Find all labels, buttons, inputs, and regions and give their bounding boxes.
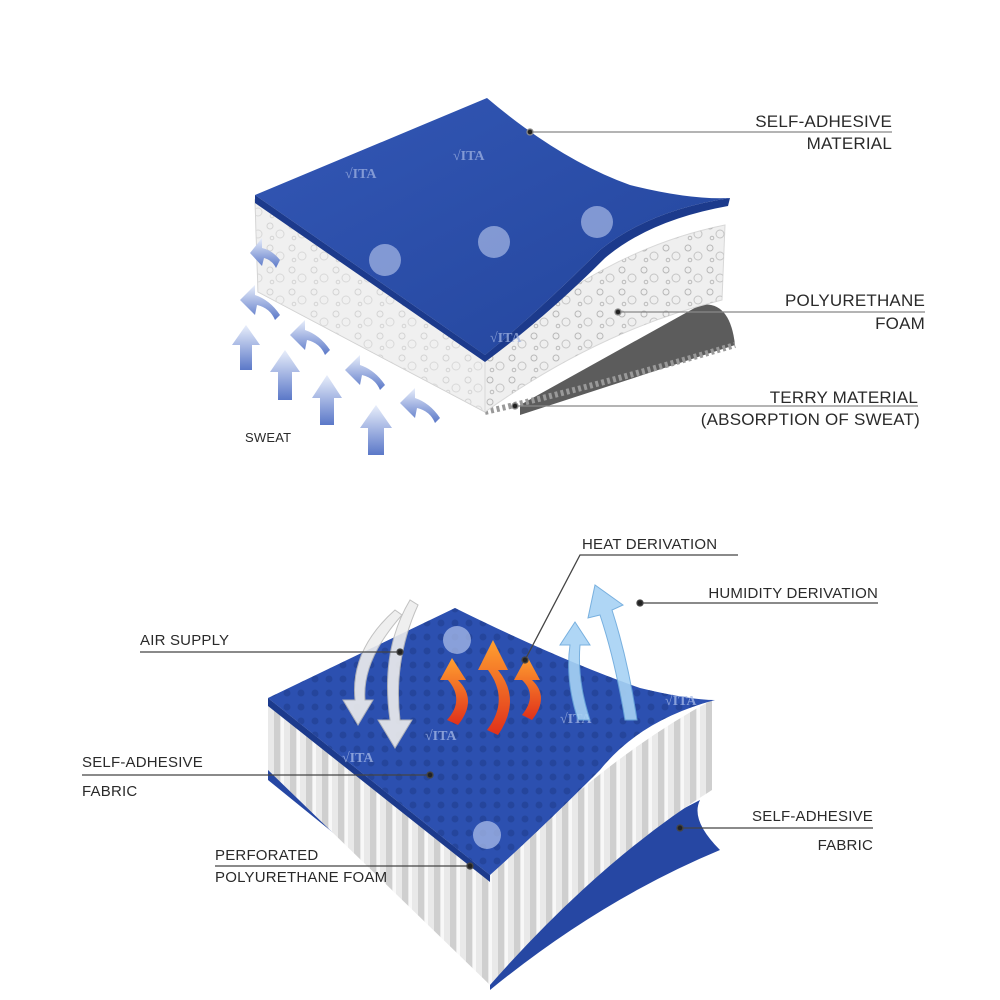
label-sweat: SWEAT: [245, 430, 292, 445]
bottom-watermarks: √ITA√ITA√ITA√ITA: [342, 626, 697, 849]
perforated-foam-right: [490, 700, 712, 985]
sweat-arrows: [232, 238, 440, 455]
label-self-adhesive-left: SELF-ADHESIVE: [82, 754, 203, 771]
label-material: MATERIAL: [806, 134, 892, 153]
fabric-edge: [268, 698, 490, 882]
svg-text:√ITA: √ITA: [342, 751, 374, 766]
foam-left-fill: [255, 200, 485, 412]
label-fabric-left: FABRIC: [82, 783, 138, 800]
svg-text:√ITA: √ITA: [345, 167, 377, 182]
label-self-adhesive: SELF-ADHESIVE: [755, 112, 892, 131]
foam-right-bubbles: [485, 225, 725, 412]
label-self-adhesive-right: SELF-ADHESIVE: [752, 808, 873, 825]
bottom-fabric-sheet: [268, 760, 720, 990]
label-polyurethane: POLYURETHANE: [784, 291, 925, 310]
label-humidity-derivation: HUMIDITY DERIVATION: [708, 585, 878, 602]
label-absorption: (ABSORPTION OF SWEAT): [700, 410, 920, 429]
top-leader-lines: [511, 128, 925, 410]
humidity-arrows: [559, 584, 638, 721]
label-air-supply: AIR SUPPLY: [140, 632, 230, 649]
perforation-dots: [268, 608, 715, 875]
svg-text:√ITA: √ITA: [665, 694, 697, 709]
heat-arrows: [440, 640, 541, 735]
blue-edge: [255, 195, 730, 362]
watermarks: √ITA √ITA √ITA: [345, 149, 613, 346]
svg-text:√ITA: √ITA: [490, 331, 522, 346]
label-perforated: PERFORATED: [215, 847, 319, 864]
svg-text:√ITA: √ITA: [453, 149, 485, 164]
perforated-foam-front: [268, 700, 490, 985]
top-layers: √ITA √ITA √ITA: [232, 98, 925, 455]
bottom-leader-lines: [82, 554, 878, 870]
label-polyurethane-foam: POLYURETHANE FOAM: [215, 869, 388, 886]
label-fabric-right: FABRIC: [817, 837, 873, 854]
label-foam: FOAM: [875, 314, 925, 333]
label-heat-derivation: HEAT DERIVATION: [582, 536, 718, 553]
air-supply-arrows: [342, 599, 419, 749]
label-terry-material: TERRY MATERIAL: [769, 388, 918, 407]
svg-text:√ITA: √ITA: [425, 729, 457, 744]
bottom-layers: √ITA√ITA√ITA√ITA: [82, 554, 878, 990]
